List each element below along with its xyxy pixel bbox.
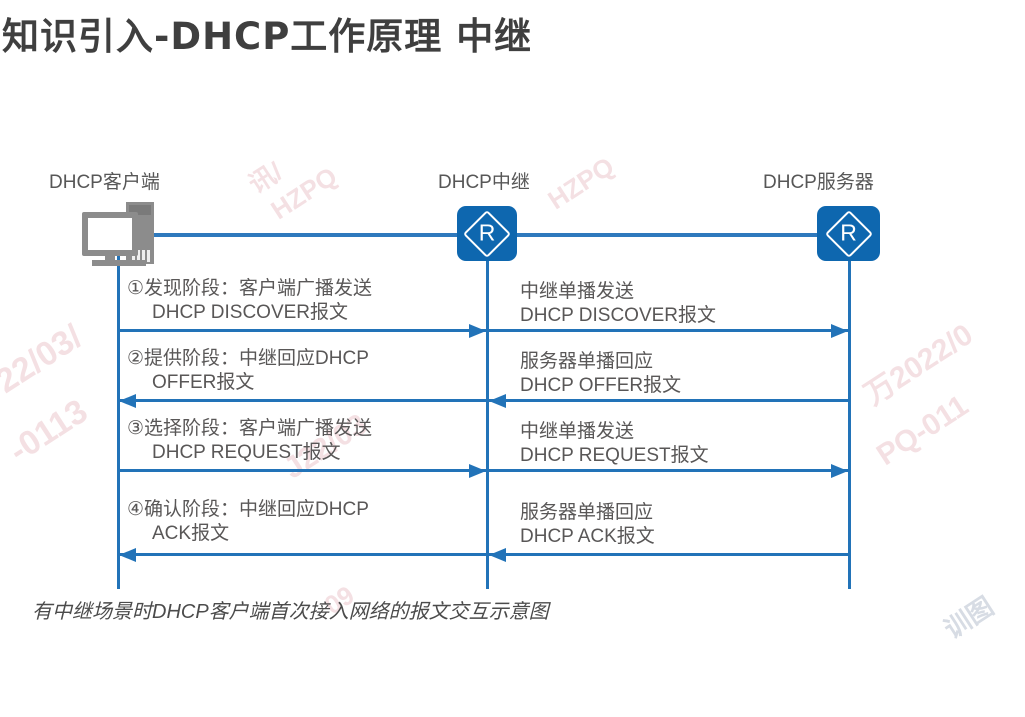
page-title: 知识引入-DHCP工作原理 中继 [2, 15, 533, 58]
arrowhead-right-icon [831, 323, 848, 338]
arrow-step3-relay-to-server [489, 463, 848, 478]
message-step1-left-line2: DHCP DISCOVER报文 [152, 302, 349, 323]
arrowhead-left-icon [489, 393, 506, 408]
watermark-text: HZPQ [265, 160, 343, 226]
lifeline-client [117, 250, 120, 589]
entity-label-server: DHCP服务器 [763, 172, 874, 193]
message-step1-right-line2: DHCP DISCOVER报文 [520, 305, 717, 326]
router-icon-relay: R [457, 206, 517, 261]
lifeline-relay [486, 260, 489, 589]
message-step2-right-line1: 服务器单播回应 [520, 351, 654, 372]
message-step2-left-line2: OFFER报文 [152, 372, 255, 393]
arrowhead-right-icon [469, 463, 486, 478]
arrow-step4-server-to-relay [489, 547, 848, 562]
watermark-text: -0113 [2, 391, 95, 471]
watermark-text: 22/03/ [0, 317, 89, 401]
arrow-step4-relay-to-client [119, 547, 486, 562]
router-glyph: R [840, 218, 857, 245]
arrow-step1-relay-to-server [489, 323, 848, 338]
watermark-text: HZPQ [542, 150, 620, 216]
message-step4-left-line1: ④确认阶段：中继回应DHCP [127, 499, 369, 520]
message-step4-right-line1: 服务器单播回应 [520, 502, 654, 523]
arrow-step3-client-to-relay [119, 463, 486, 478]
arrowhead-left-icon [119, 393, 136, 408]
message-step3-left-line1: ③选择阶段：客户端广播发送 [127, 418, 373, 439]
lifeline-server [848, 260, 851, 589]
entity-label-relay: DHCP中继 [438, 172, 530, 193]
arrow-step1-client-to-relay [119, 323, 486, 338]
watermark-text: 万2022/0 [858, 317, 979, 412]
arrowhead-right-icon [831, 463, 848, 478]
router-glyph: R [478, 218, 496, 245]
watermark-text: PQ-011 [870, 389, 975, 473]
diagram-caption: 有中继场景时DHCP客户端首次接入网络的报文交互示意图 [32, 601, 549, 623]
desktop-pc-icon [82, 202, 154, 266]
message-step3-right-line1: 中继单播发送 [520, 421, 635, 442]
message-step3-left-line2: DHCP REQUEST报文 [152, 442, 341, 463]
message-step2-left-line1: ②提供阶段：中继回应DHCP [127, 348, 369, 369]
message-step4-right-line2: DHCP ACK报文 [520, 526, 655, 547]
message-step3-right-line2: DHCP REQUEST报文 [520, 445, 709, 466]
watermark-text: 讯/ [243, 156, 288, 200]
message-step2-right-line2: DHCP OFFER报文 [520, 375, 682, 396]
arrow-step2-server-to-relay [489, 393, 848, 408]
arrow-step2-relay-to-client [119, 393, 486, 408]
watermark-text: 训图 [938, 591, 999, 645]
message-step1-left-line1: ①发现阶段：客户端广播发送 [127, 278, 373, 299]
arrowhead-right-icon [469, 323, 486, 338]
message-step1-right-line1: 中继单播发送 [520, 281, 635, 302]
entity-label-client: DHCP客户端 [49, 172, 160, 193]
router-icon-server: R [817, 206, 880, 261]
message-step4-left-line2: ACK报文 [152, 523, 230, 544]
arrowhead-left-icon [119, 547, 136, 562]
arrowhead-left-icon [489, 547, 506, 562]
